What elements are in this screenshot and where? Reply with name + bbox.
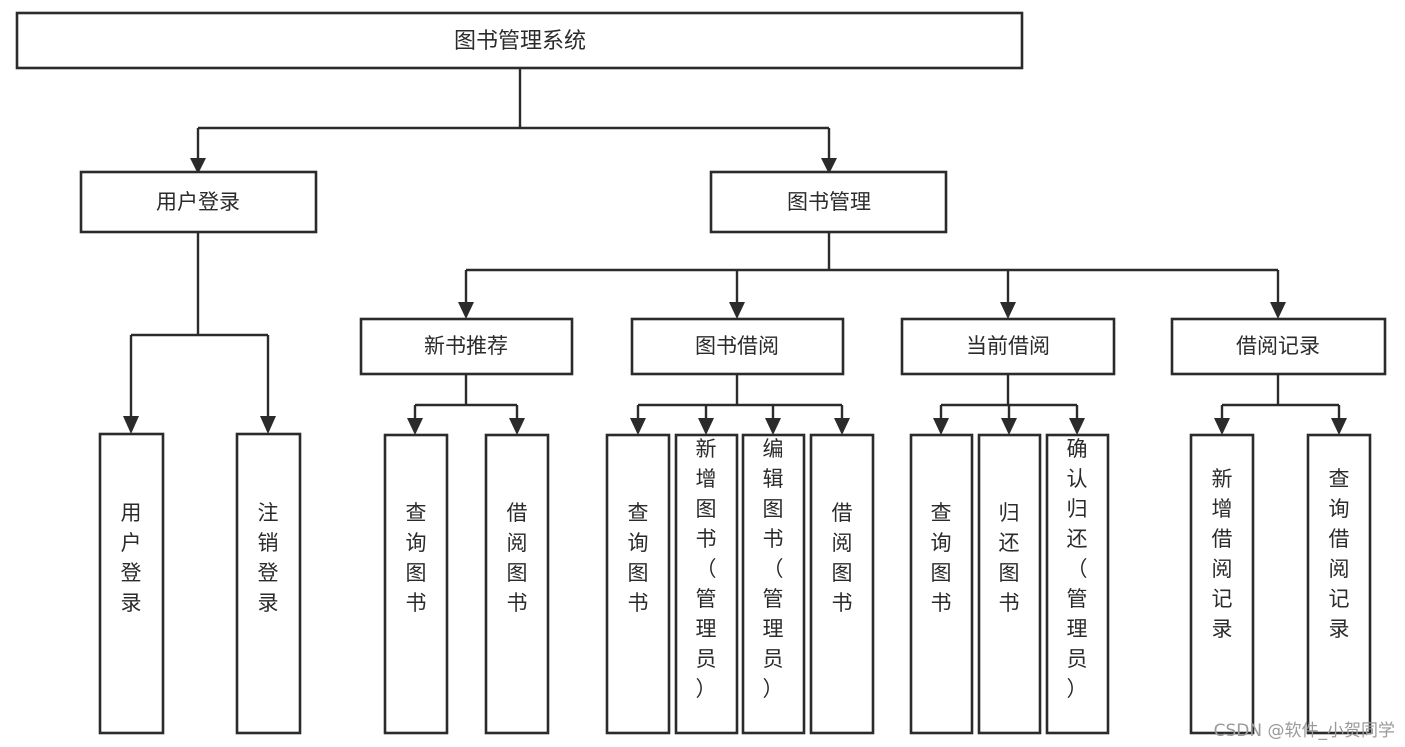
arrowhead-book-borrow <box>729 302 745 319</box>
node-leaf-borrow-book-1-box[interactable] <box>484 433 550 735</box>
node-leaf-borrow-book-2-label: 借阅图书 <box>832 501 853 615</box>
node-leaf-add-record-box[interactable] <box>1189 433 1255 735</box>
node-leaf-borrow-book-1[interactable]: 借阅图书 <box>484 433 550 735</box>
node-leaf-return-book[interactable]: 归还图书 <box>977 433 1042 735</box>
arrowhead-book-manage <box>821 158 837 174</box>
node-root-label: 图书管理系统 <box>454 29 586 54</box>
node-leaf-edit-book-label: 编辑图书（管理员） <box>763 437 784 701</box>
arrowhead-leaf-return-book <box>1001 418 1017 435</box>
node-user-login[interactable]: 用户登录 <box>79 170 318 234</box>
node-leaf-confirm-return[interactable]: 确认归还（管理员） <box>1045 433 1110 735</box>
arrowhead-borrow-record <box>1270 302 1286 319</box>
node-book-manage-label: 图书管理 <box>787 190 871 214</box>
node-leaf-borrow-book-2[interactable]: 借阅图书 <box>809 433 875 735</box>
node-leaf-add-book-box[interactable] <box>674 433 739 735</box>
node-leaf-query-book-3-label: 查询图书 <box>931 501 952 615</box>
node-book-borrow-box[interactable] <box>630 317 845 376</box>
node-leaf-query-book-2-box[interactable] <box>605 433 671 735</box>
node-leaf-return-book-box[interactable] <box>977 433 1042 735</box>
node-book-manage-box[interactable] <box>709 170 948 234</box>
node-leaf-user-logout-label: 注销登录 <box>258 501 279 615</box>
node-user-login-label: 用户登录 <box>156 190 240 214</box>
arrowhead-leaf-borrow-book-1 <box>509 418 525 435</box>
node-new-book-recommend[interactable]: 新书推荐 <box>359 317 574 376</box>
node-borrow-record[interactable]: 借阅记录 <box>1170 317 1387 376</box>
node-leaf-user-login-box[interactable] <box>98 432 165 735</box>
node-leaf-query-book-2[interactable]: 查询图书 <box>605 433 671 735</box>
node-leaf-user-login-label: 用户登录 <box>121 501 142 615</box>
arrowhead-leaf-confirm-return <box>1069 418 1085 435</box>
node-root-box[interactable] <box>15 11 1024 70</box>
node-leaf-query-book-2-label: 查询图书 <box>628 501 649 615</box>
node-leaf-query-book-1-box[interactable] <box>383 433 449 735</box>
node-leaf-query-record-label: 查询借阅记录 <box>1329 467 1350 641</box>
arrowhead-leaf-user-logout <box>260 416 276 434</box>
node-leaf-return-book-label: 归还图书 <box>999 501 1020 615</box>
node-user-login-box[interactable] <box>79 170 318 234</box>
node-leaf-add-book[interactable]: 新增图书（管理员） <box>674 433 739 735</box>
connector-layer <box>123 68 1347 435</box>
node-book-borrow-label: 图书借阅 <box>695 334 779 358</box>
node-leaf-borrow-book-1-label: 借阅图书 <box>507 501 528 615</box>
node-leaf-query-book-3-box[interactable] <box>909 433 974 735</box>
node-leaf-query-book-1[interactable]: 查询图书 <box>383 433 449 735</box>
node-book-borrow[interactable]: 图书借阅 <box>630 317 845 376</box>
arrowhead-leaf-query-book-3 <box>933 418 949 435</box>
arrowhead-user-login <box>190 158 206 174</box>
node-leaf-query-book-3[interactable]: 查询图书 <box>909 433 974 735</box>
node-current-borrow[interactable]: 当前借阅 <box>900 317 1116 376</box>
arrowhead-leaf-user-login <box>123 416 139 434</box>
node-leaf-user-logout-box[interactable] <box>235 432 302 735</box>
arrowhead-leaf-edit-book <box>765 418 781 435</box>
arrowhead-leaf-add-book <box>698 418 714 435</box>
arrowhead-leaf-add-record <box>1214 418 1230 435</box>
node-leaf-confirm-return-label: 确认归还（管理员） <box>1067 437 1088 701</box>
arrowhead-current-borrow <box>1000 302 1016 319</box>
node-borrow-record-label: 借阅记录 <box>1236 334 1320 358</box>
node-leaf-query-record-box[interactable] <box>1306 433 1372 735</box>
node-leaf-user-login[interactable]: 用户登录 <box>98 432 165 735</box>
node-leaf-add-book-label: 新增图书（管理员） <box>696 437 717 701</box>
arrowhead-leaf-query-book-1 <box>407 418 423 435</box>
node-leaf-add-record-label: 新增借阅记录 <box>1212 467 1233 641</box>
node-borrow-record-box[interactable] <box>1170 317 1387 376</box>
arrowhead-leaf-borrow-book-2 <box>834 418 850 435</box>
node-leaf-query-record[interactable]: 查询借阅记录 <box>1306 433 1372 735</box>
node-current-borrow-box[interactable] <box>900 317 1116 376</box>
node-new-book-recommend-label: 新书推荐 <box>424 334 508 358</box>
arrowhead-leaf-query-record <box>1331 418 1347 435</box>
node-leaf-query-book-1-label: 查询图书 <box>406 501 427 615</box>
node-leaf-user-logout[interactable]: 注销登录 <box>235 432 302 735</box>
arrowhead-new-book-recommend <box>458 302 474 319</box>
arrowhead-leaf-query-book-2 <box>630 418 646 435</box>
node-leaf-confirm-return-box[interactable] <box>1045 433 1110 735</box>
node-leaf-borrow-book-2-box[interactable] <box>809 433 875 735</box>
node-leaf-edit-book[interactable]: 编辑图书（管理员） <box>741 433 806 735</box>
node-leaf-add-record[interactable]: 新增借阅记录 <box>1189 433 1255 735</box>
node-new-book-recommend-box[interactable] <box>359 317 574 376</box>
node-root[interactable]: 图书管理系统 <box>15 11 1024 70</box>
node-current-borrow-label: 当前借阅 <box>966 334 1050 358</box>
node-leaf-edit-book-box[interactable] <box>741 433 806 735</box>
node-book-manage[interactable]: 图书管理 <box>709 170 948 234</box>
